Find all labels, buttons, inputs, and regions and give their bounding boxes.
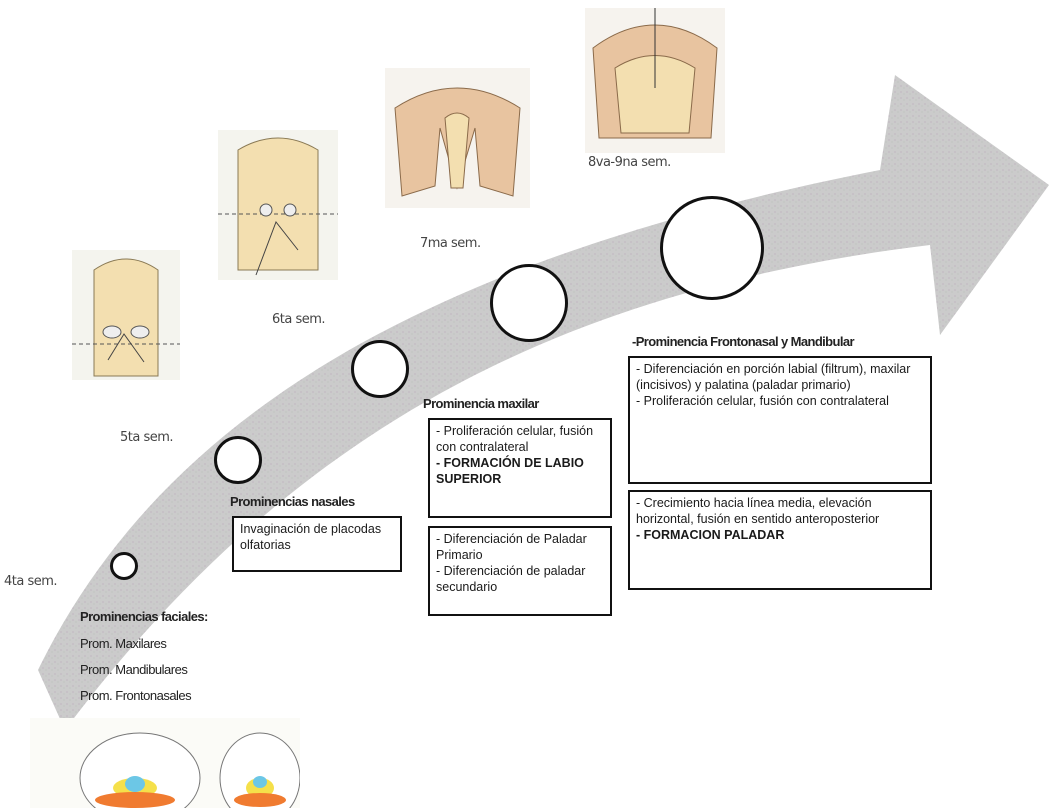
palate-7wk-illustration [385,68,530,208]
facial-item-frontonasales: Prom. Frontonasales [80,688,191,703]
prominences-diagram [30,718,300,808]
week-8-9-label: 8va-9na sem. [588,155,671,170]
milestone-circle-4 [110,552,138,580]
maxillary-box-1-bold: - FORMACIÓN DE LABIO SUPERIOR [436,455,604,487]
milestone-circle-5 [214,436,262,484]
milestone-circle-7 [490,264,568,342]
facial-prominences-title: Prominencias faciales: [80,609,208,624]
frontonasal-box-1: - Diferenciación en porción labial (filt… [628,356,932,484]
maxillary-box-1-text: - Proliferación celular, fusión con cont… [436,423,604,455]
maxillary-box-2-line-1: - Diferenciación de Paladar Primario [436,531,604,563]
embryo-5wk-illustration [72,250,180,380]
maxillary-prominence-title: Prominencia maxilar [423,396,539,411]
facial-item-mandibulares: Prom. Mandibulares [80,662,187,677]
frontonasal-box-1-line-1: - Diferenciación en porción labial (filt… [636,361,924,393]
nasal-box-text: Invaginación de placodas olfatorias [240,522,381,552]
maxillary-box-1: - Proliferación celular, fusión con cont… [428,418,612,518]
maxillary-box-2-line-2: - Diferenciación de paladar secundario [436,563,604,595]
week-6-label: 6ta sem. [272,312,325,327]
milestone-circle-8 [660,196,764,300]
frontonasal-box-2-bold: - FORMACION PALADAR [636,527,924,543]
week-5-label: 5ta sem. [120,430,173,445]
week-7-label: 7ma sem. [420,236,481,251]
week-4-label: 4ta sem. [4,574,57,589]
embryo-6wk-illustration [218,130,338,280]
palate-8-9wk-illustration [585,8,725,153]
facial-item-maxilares: Prom. Maxilares [80,636,166,651]
nasal-box: Invaginación de placodas olfatorias [232,516,402,572]
nasal-prominences-title: Prominencias nasales [230,494,355,509]
frontonasal-box-1-line-2: - Proliferación celular, fusión con cont… [636,393,924,409]
frontonasal-box-2-line-1: - Crecimiento hacia línea media, elevaci… [636,495,924,527]
frontonasal-title: -Prominencia Frontonasal y Mandibular [632,334,854,349]
maxillary-box-2: - Diferenciación de Paladar Primario - D… [428,526,612,616]
milestone-circle-6 [351,340,409,398]
frontonasal-box-2: - Crecimiento hacia línea media, elevaci… [628,490,932,590]
